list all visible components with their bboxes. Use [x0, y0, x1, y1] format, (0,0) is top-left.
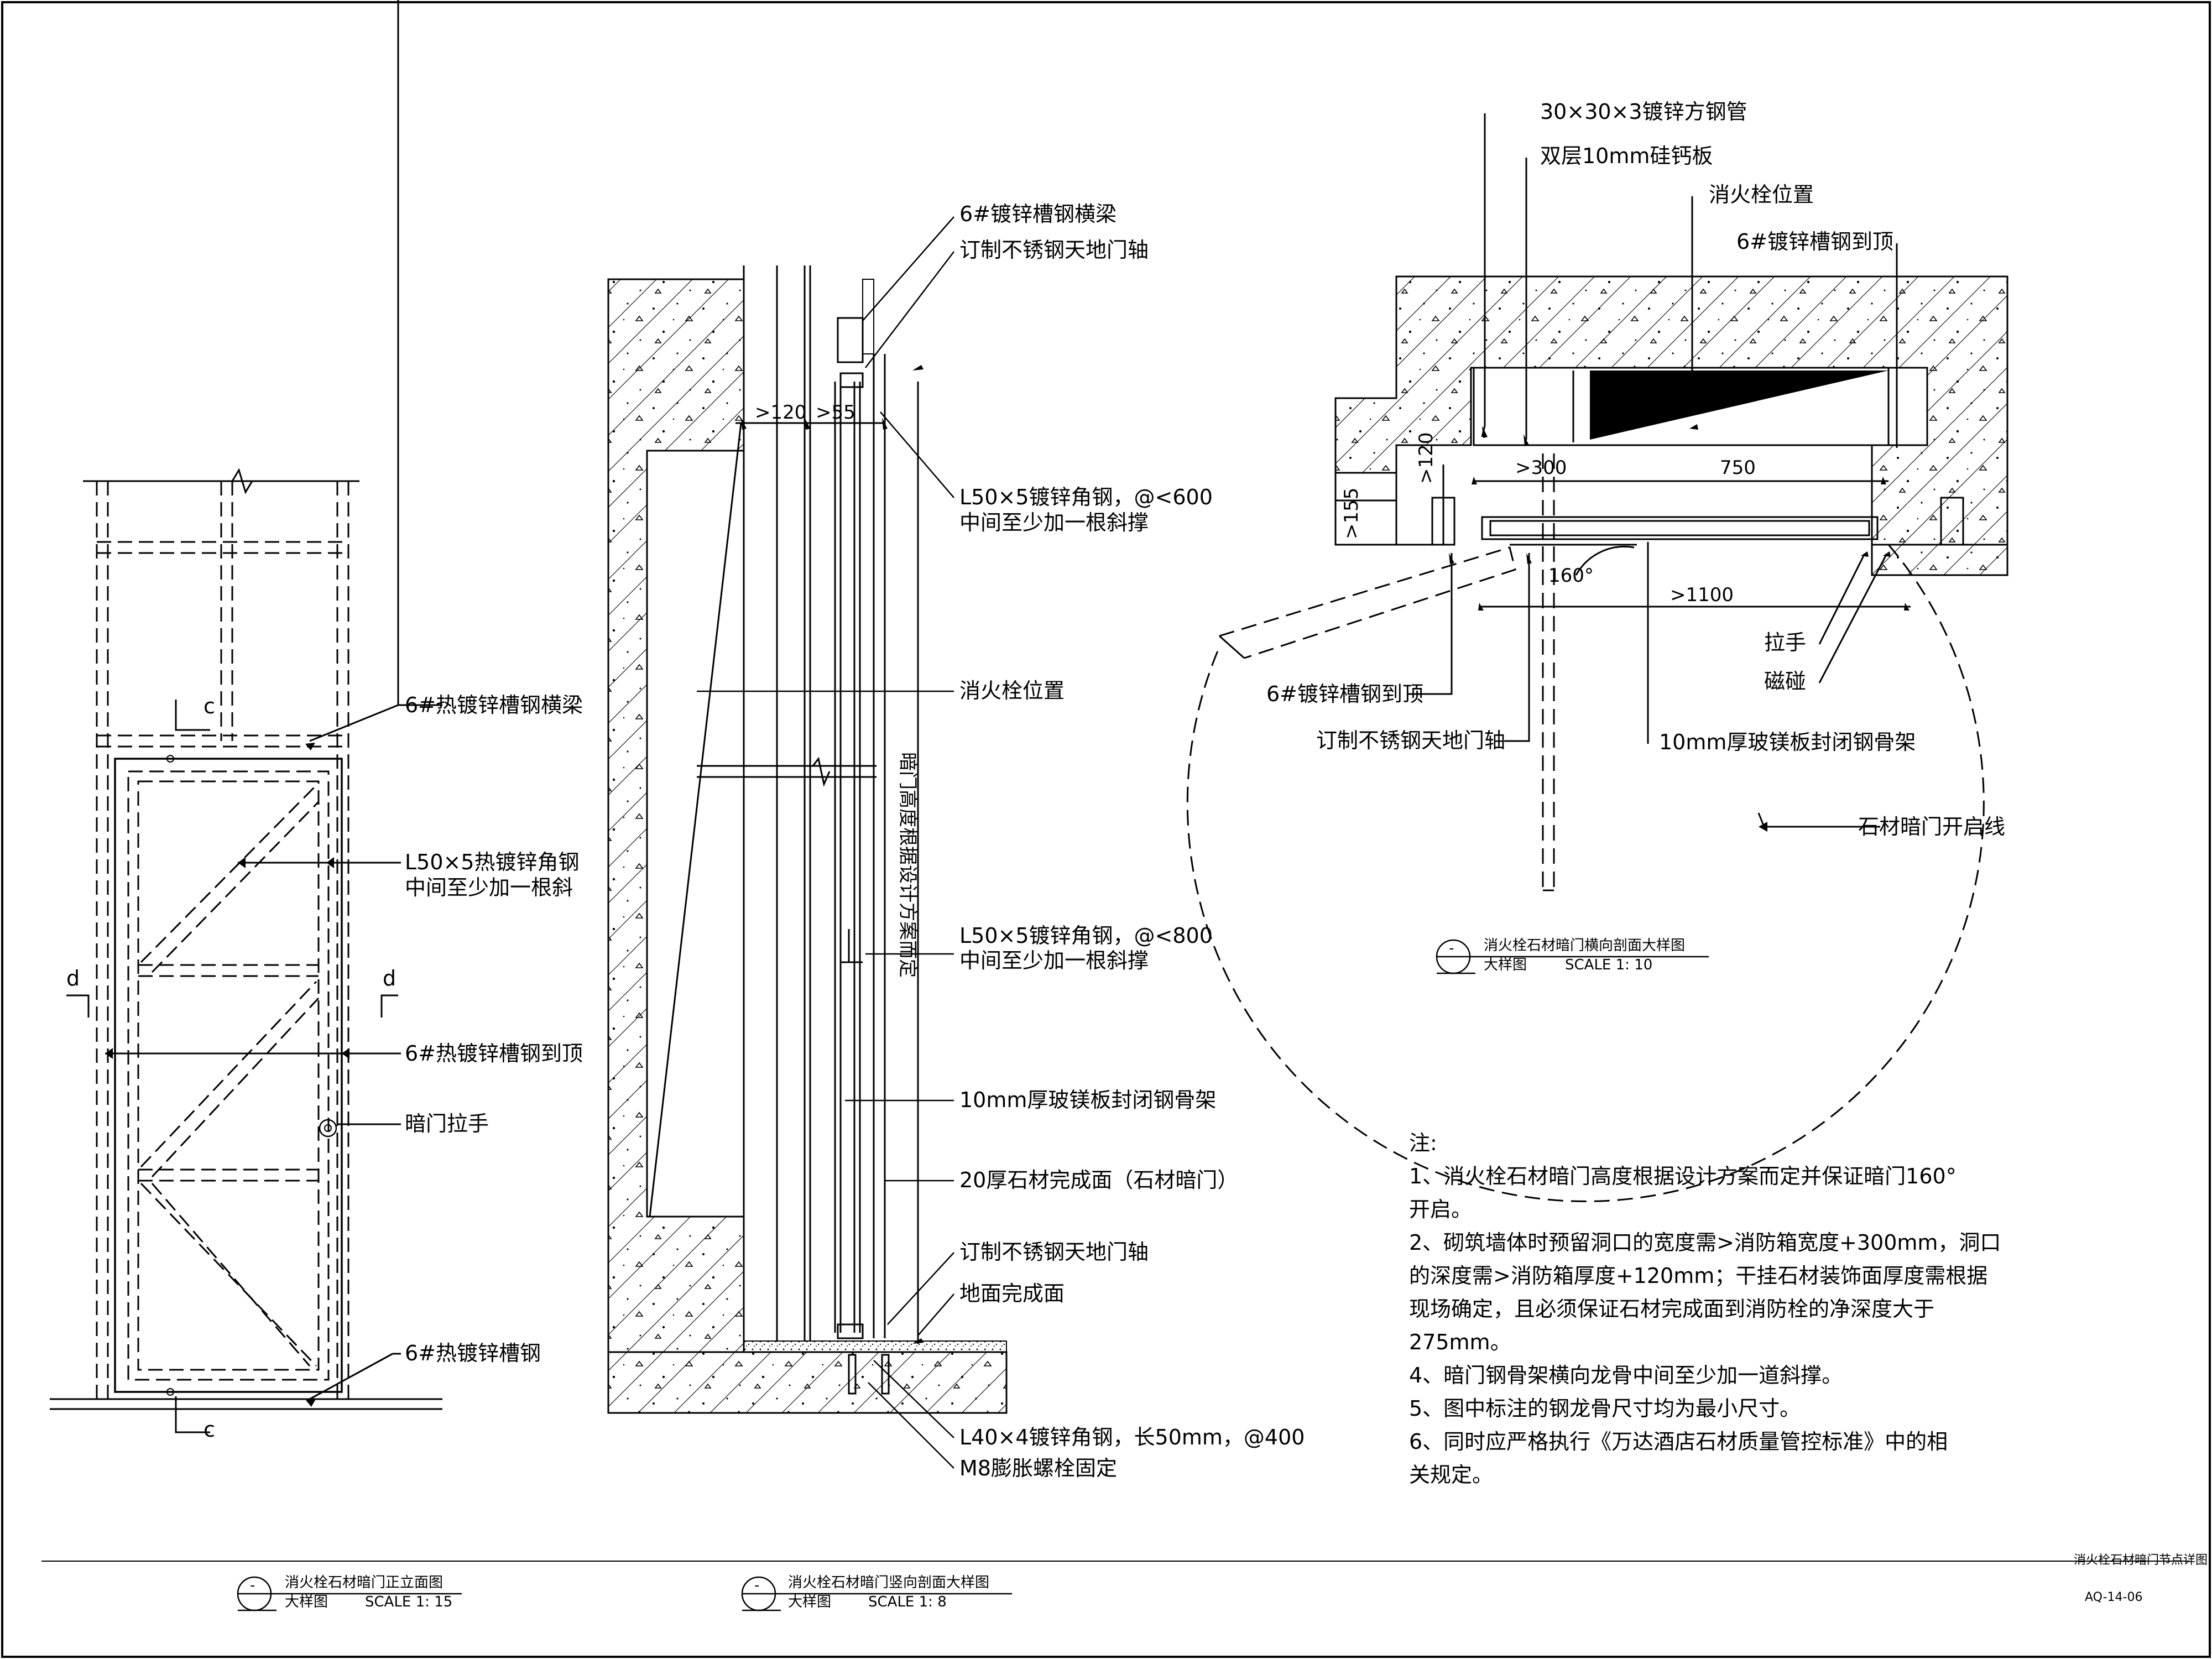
hsec-callout-4: 6#镀锌槽钢到顶: [1736, 229, 1893, 254]
hsec-dim-120: >120: [1415, 432, 1437, 484]
elevation-ticks: [105, 743, 349, 1407]
hsec-title-kind: 大样图: [1484, 957, 1527, 973]
vsec-title-symbol: -: [754, 1577, 759, 1594]
section-c-top-label: c: [204, 694, 215, 718]
vsec-title-block: [741, 1576, 1012, 1611]
notes-line-6: 275mm。: [1409, 1330, 1511, 1354]
hsec-callout-7: 6#镀锌槽钢到顶: [1266, 682, 1423, 706]
notes-block: 注: 1、消火栓石材暗门高度根据设计方案而定并保证暗门160° 开启。 2、砌筑…: [1409, 1131, 2001, 1487]
vsec-title-kind: 大样图: [788, 1594, 831, 1610]
section-d-right-label: d: [383, 966, 396, 990]
notes-line-10: 关规定。: [1409, 1463, 1493, 1487]
elev-callout-2: L50×5热镀锌角钢: [405, 850, 580, 874]
vsec-title-scale: SCALE 1: 8: [868, 1594, 947, 1610]
vsec-dim-55: >55: [816, 401, 855, 424]
vsec-callout-3: L50×5镀锌角钢，@<600: [959, 485, 1213, 509]
vsec-callout-12: L40×4镀锌角钢，长50mm，@400: [959, 1425, 1305, 1449]
hsec-callout-9: 10mm厚玻镁板封闭钢骨架: [1659, 730, 1916, 754]
notes-line-1: 1、消火栓石材暗门高度根据设计方案而定并保证暗门160°: [1409, 1164, 1957, 1188]
hsec-callout-10: 石材暗门开启线: [1858, 815, 2005, 839]
hsec-callout-1: 30×30×3镀锌方钢管: [1540, 100, 1747, 124]
hsec-dim-155: >155: [1340, 488, 1363, 539]
elev-title-scale: SCALE 1: 15: [365, 1594, 452, 1610]
notes-line-5: 现场确定，且必须保证石材完成面到消防栓的净深度大于: [1409, 1297, 1934, 1321]
drawing-title: 消火栓石材暗门节点详图: [2074, 1553, 2208, 1567]
elev-callout-5: 暗门拉手: [405, 1112, 489, 1136]
elev-callout-4: 6#热镀锌槽钢到顶: [405, 1041, 583, 1066]
elev-callout-1: 6#热镀锌槽钢横梁: [405, 693, 583, 717]
hsec-dim-300: >300: [1515, 457, 1567, 479]
vsec-callout-4: 中间至少加一根斜撑: [959, 510, 1149, 535]
vsec-callout-1: 6#镀锌槽钢横梁: [959, 202, 1117, 226]
hsec-callout-6: 磁碰: [1764, 669, 1806, 693]
hsec-dim-1100: >1100: [1670, 584, 1734, 606]
elevation-title-block: [237, 1576, 462, 1611]
section-d-left-label: d: [66, 966, 80, 990]
hsec-callout-5: 拉手: [1764, 630, 1806, 655]
vertical-section-view: [607, 216, 1008, 1469]
elev-title-kind: 大样图: [285, 1594, 328, 1610]
hsec-callout-3: 消火栓位置: [1709, 182, 1814, 207]
vsec-callout-7: 中间至少加一根斜撑: [959, 948, 1149, 973]
notes-line-2: 开启。: [1409, 1197, 1472, 1222]
hsec-title-symbol: -: [1449, 940, 1454, 957]
vsec-callout-9: 20厚石材完成面（石材暗门）: [959, 1168, 1238, 1192]
notes-line-7: 4、暗门钢骨架横向龙骨中间至少加一道斜撑。: [1409, 1363, 1843, 1387]
vsec-callout-13: M8膨胀螺栓固定: [959, 1456, 1117, 1480]
notes-line-8: 5、图中标注的钢龙骨尺寸均为最小尺寸。: [1409, 1396, 1801, 1421]
vsec-dim-120: >120: [755, 401, 806, 424]
elev-callout-6: 6#热镀锌槽钢: [405, 1341, 541, 1365]
section-c-bottom-label: c: [204, 1417, 215, 1442]
vsec-vertical-note: 暗门高度根据设计方案而定: [896, 752, 919, 978]
elev-title-name: 消火栓石材暗门正立面图: [285, 1574, 443, 1591]
hsec-title-scale: SCALE 1: 10: [1565, 957, 1652, 973]
vsec-callout-2: 订制不锈钢天地门轴: [959, 238, 1149, 262]
notes-heading: 注:: [1409, 1131, 1437, 1155]
vsec-callout-10: 订制不锈钢天地门轴: [959, 1240, 1149, 1264]
notes-line-9: 6、同时应严格执行《万达酒店石材质量管控标准》中的相: [1409, 1430, 1948, 1454]
elevation-view: [50, 0, 442, 1433]
hsec-callout-2: 双层10mm硅钙板: [1540, 144, 1713, 168]
hsec-callout-8: 订制不锈钢天地门轴: [1316, 728, 1505, 753]
hsec-title-block: [1436, 939, 1709, 974]
vsec-callout-11: 地面完成面: [959, 1281, 1065, 1306]
hsec-dim-160: 160°: [1548, 565, 1594, 587]
vsec-callout-6: L50×5镀锌角钢，@<800: [959, 924, 1213, 948]
door-handle-icon: [319, 1119, 337, 1138]
drawing-number: AQ-14-06: [2085, 1590, 2142, 1604]
horizontal-section-view: [1186, 113, 2008, 1202]
notes-line-3: 2、砌筑墙体时预留洞口的宽度需>消防箱宽度+300mm，洞口: [1409, 1230, 2001, 1255]
vsec-callout-8: 10mm厚玻镁板封闭钢骨架: [959, 1088, 1216, 1112]
hsec-title-name: 消火栓石材暗门横向剖面大样图: [1484, 937, 1685, 954]
vsec-title-name: 消火栓石材暗门竖向剖面大样图: [788, 1574, 989, 1591]
elev-title-symbol: -: [250, 1577, 255, 1594]
hsec-dim-750: 750: [1720, 457, 1756, 479]
notes-line-4: 的深度需>消防箱厚度+120mm；干挂石材装饰面厚度需根据: [1409, 1264, 1987, 1288]
vsec-callout-5: 消火栓位置: [959, 679, 1065, 703]
elev-callout-3: 中间至少加一根斜: [405, 875, 573, 900]
